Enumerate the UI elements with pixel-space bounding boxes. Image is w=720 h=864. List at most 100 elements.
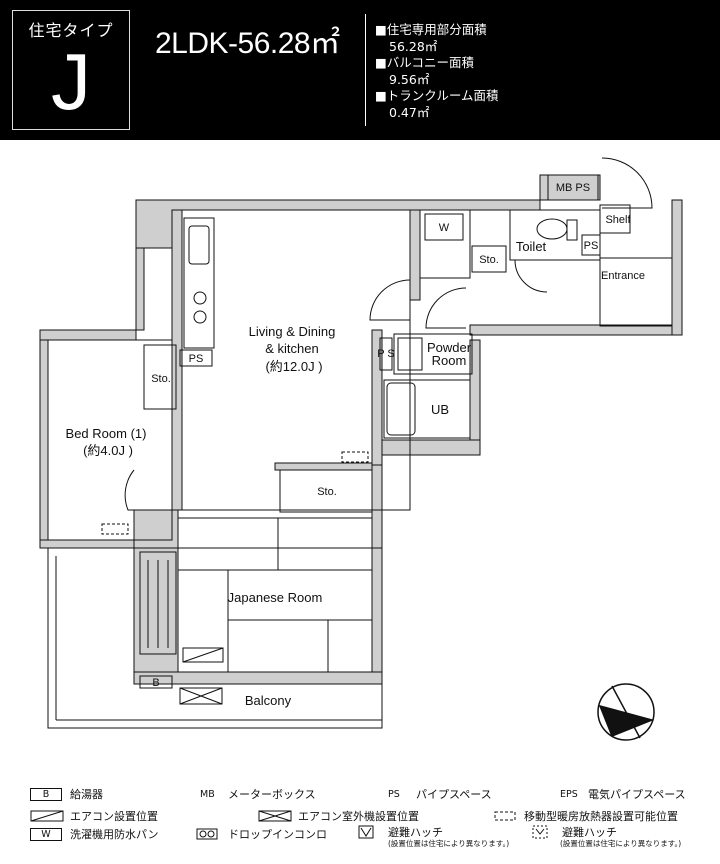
heater-marker-living <box>341 451 369 463</box>
living-storage <box>279 469 373 513</box>
bedroom-storage-label: Sto. <box>151 373 171 385</box>
ps-powder-label: P S <box>377 348 395 360</box>
ps-living-box <box>179 349 213 367</box>
bedroom-label: Bed Room (1) <box>66 426 147 441</box>
powder-room <box>393 333 473 375</box>
bathtub <box>386 382 416 436</box>
legend-key-ps: PS <box>388 788 400 800</box>
kitchen-counter <box>183 217 215 349</box>
living-size: (約12.0J ) <box>265 359 322 374</box>
toilet-storage <box>471 245 507 273</box>
washer-box <box>424 213 464 241</box>
legend-label-aircon-outdoor: エアコン室外機設置位置 <box>298 810 419 823</box>
wall-left-living <box>39 247 145 341</box>
legend-label-hatch-2: 避難ハッチ <box>562 826 617 839</box>
ub-label: UB <box>431 402 449 417</box>
powder-label-2: Room <box>432 353 467 368</box>
legend-heater: 移動型暖房放熱器設置可能位置 <box>494 808 678 824</box>
hatch-dashed-symbol-icon <box>532 825 548 839</box>
legend: B 給湯器 MB メーターボックス PS パイプスペース EPS 電気パイプスペ… <box>0 780 720 864</box>
legend-key-w: W <box>30 827 62 841</box>
legend-hatch-2: 避難ハッチ <box>532 824 617 840</box>
toilet-storage-label: Sto. <box>479 254 499 266</box>
area-value-trunk: 0.47㎡ <box>389 104 430 120</box>
legend-water-heater: B 給湯器 <box>30 786 103 802</box>
legend-label-washer-pan: 洗濯機用防水パン <box>70 828 159 841</box>
header-divider <box>365 14 366 126</box>
wall-entry-east <box>671 199 683 336</box>
shelf-label: Shelf <box>605 214 631 226</box>
legend-hatch-1: 避難ハッチ <box>358 824 443 840</box>
legend-electric-pipe-space: EPS 電気パイプスペース <box>560 786 686 802</box>
water-heater-box <box>139 675 173 689</box>
balcony-label: Balcony <box>245 693 292 708</box>
legend-label-water-heater: 給湯器 <box>70 788 103 801</box>
japanese-room-outline <box>177 517 373 673</box>
toilet-door <box>514 259 548 293</box>
wall-north-living <box>135 199 541 249</box>
bedroom-size: (約4.0J ) <box>83 443 133 458</box>
layout-title: 2LDK-56.28㎡ <box>155 27 340 60</box>
bedroom-storage <box>143 344 177 410</box>
aircon-indoor-jp <box>182 647 224 663</box>
heater-marker-bed <box>101 523 129 535</box>
powder-label-1: Powder <box>427 340 472 355</box>
bedroom-door <box>124 469 168 511</box>
living-room-outline <box>181 209 411 511</box>
legend-key-b: B <box>30 787 62 801</box>
wall-bed-bottom <box>39 539 135 549</box>
living-label-2: & kitchen <box>265 341 318 356</box>
legend-key-mb: MB <box>200 788 215 800</box>
aircon-outdoor-unit <box>179 687 223 705</box>
kitchen-sink <box>188 225 210 265</box>
toilet-label: Toilet <box>516 239 547 254</box>
washer-label: W <box>439 222 450 234</box>
corridor-door-2 <box>425 287 467 329</box>
stove-burner-1 <box>193 291 207 305</box>
heater-symbol-icon <box>494 811 516 821</box>
aircon-x2 <box>179 687 223 705</box>
mb-ps-label: MB PS <box>556 182 590 194</box>
legend-label-heater: 移動型暖房放熱器設置可能位置 <box>524 810 678 823</box>
japanese-room-label: Japanese Room <box>228 590 323 605</box>
legend-pipe-space: PS パイプスペース <box>388 786 492 802</box>
area-label-balcony: ■バルコニー面積 <box>375 55 475 70</box>
aircon-indoor-jp-slash <box>182 647 224 663</box>
legend-meter-box: MB メーターボックス <box>200 786 316 802</box>
area-label-private: ■住宅専用部分面積 <box>375 22 487 37</box>
wall-jp-top <box>274 462 373 471</box>
water-heater-label: B <box>152 677 159 689</box>
legend-aircon: エアコン設置位置 <box>30 808 158 824</box>
wall-jp-right <box>371 464 383 681</box>
area-value-private: 56.28㎡ <box>389 38 438 54</box>
wall-south <box>133 671 383 685</box>
ps-living-label: PS <box>189 353 204 365</box>
legend-label-electric-pipe-space: 電気パイプスペース <box>588 788 686 801</box>
corridor-door-1 <box>369 279 411 321</box>
legend-aircon-outdoor: エアコン室外機設置位置 <box>258 808 419 824</box>
stove-burner-2 <box>193 310 207 324</box>
aircon-symbol-icon <box>30 810 64 822</box>
hatch-symbol-icon <box>358 825 374 839</box>
legend-key-eps: EPS <box>560 788 578 800</box>
living-label-1: Living & Dining <box>249 324 336 339</box>
ps-powder-box <box>379 337 393 371</box>
area-label-trunk: ■トランクルーム面積 <box>375 88 499 103</box>
legend-note-hatch-1: (設置位置は住宅により異なります。) <box>388 839 510 848</box>
washer-area <box>419 209 471 279</box>
compass-icon <box>597 683 655 741</box>
legend-stove: ドロップインコンロ <box>196 826 327 842</box>
living-storage-label: Sto. <box>317 486 337 498</box>
powder-sink <box>397 337 423 371</box>
balcony-area <box>47 547 383 729</box>
legend-label-pipe-space: パイプスペース <box>416 788 492 801</box>
wall-bed-left <box>39 339 49 549</box>
legend-label-hatch-1: 避難ハッチ <box>388 826 443 839</box>
unit-type-label: 住宅タイプ <box>28 21 114 40</box>
unit-bath <box>383 379 471 439</box>
entrance-area <box>599 257 673 327</box>
ps-toilet-box <box>581 234 601 256</box>
legend-note-hatch-2: (設置位置は住宅により異なります。) <box>560 839 682 848</box>
entrance-door <box>601 157 653 209</box>
mb-ps-box <box>547 174 599 201</box>
